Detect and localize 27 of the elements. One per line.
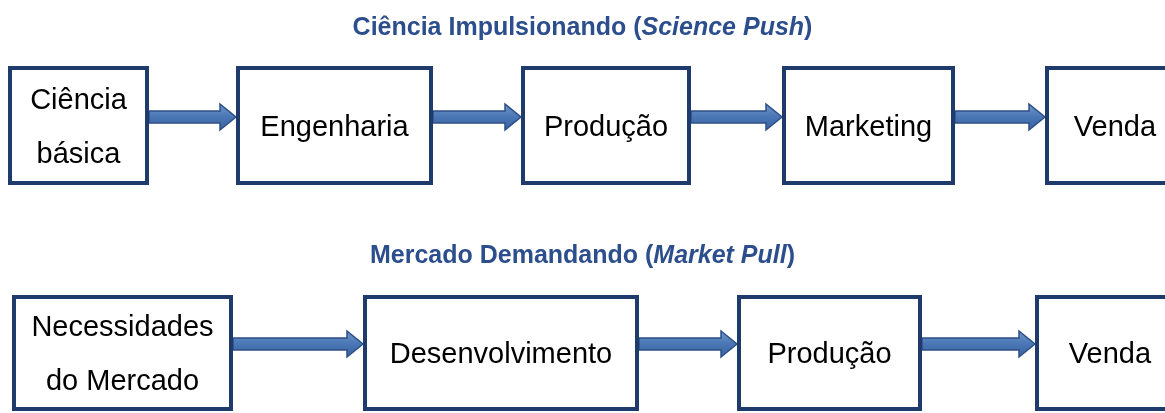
block-arrow [921,329,1037,359]
process-box [1035,295,1165,411]
box-text: Desenvolvimento [389,336,613,371]
process-box [737,295,922,411]
block-arrow [432,102,523,132]
process-box [782,66,955,185]
box-text: Venda [1073,108,1157,144]
process-box [12,295,233,411]
box-text: Engenharia [260,108,409,144]
process-box [236,66,433,185]
box-text: Necessidades do Mercado [30,309,215,398]
section-heading: Ciência Impulsionando (Science Push) [351,12,814,41]
block-arrow [954,102,1047,132]
box-text: Venda [1068,336,1152,371]
box-text: Produção [767,336,892,371]
block-arrow [232,329,365,359]
box-text: Produção [543,108,669,144]
box-text: Ciência básica [29,81,128,171]
block-arrow [638,329,739,359]
block-arrow [148,102,238,132]
section-heading: Mercado Demandando (Market Pull) [368,240,797,269]
process-box [521,66,691,185]
block-arrow [690,102,784,132]
process-box [8,66,149,185]
process-box [1045,66,1165,185]
box-text: Marketing [804,108,933,144]
process-box [363,295,639,411]
